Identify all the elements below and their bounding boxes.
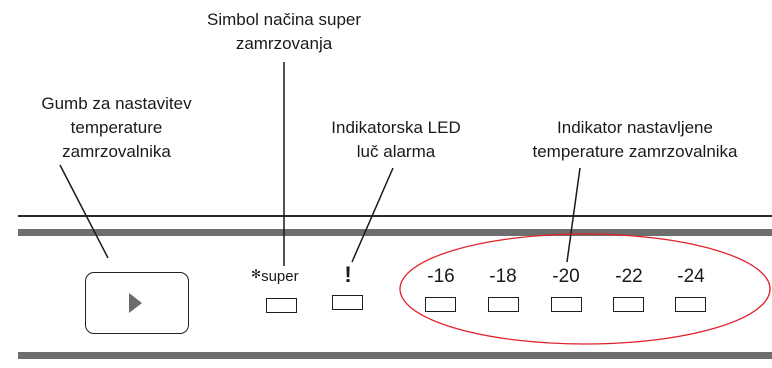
- super-freeze-symbol: ✻super: [251, 267, 299, 285]
- temperature-set-button[interactable]: [85, 272, 189, 334]
- callout-line: luč alarma: [356, 142, 436, 161]
- panel-top-edge: [18, 215, 772, 217]
- temp-label: -18: [489, 266, 517, 287]
- callout-line: Indikator nastavljene: [557, 118, 713, 137]
- super-freeze-led: [266, 298, 297, 313]
- callout-super-freeze-symbol: Simbol načina super zamrzovanja: [164, 8, 404, 56]
- leader-line-alarm: [351, 167, 394, 263]
- temp-led: [551, 297, 582, 312]
- temp-led: [425, 297, 456, 312]
- callout-line: zamrzovanja: [235, 34, 333, 53]
- temp-led: [488, 297, 519, 312]
- callout-line: Indikatorska LED: [331, 118, 461, 137]
- callout-line: zamrzovalnika: [62, 142, 171, 161]
- snowflake-icon: ✻: [251, 267, 262, 281]
- leader-line-button: [59, 164, 109, 259]
- callout-temperature-indicator: Indikator nastavljene temperature zamrzo…: [490, 116, 772, 164]
- super-label: super: [261, 268, 299, 285]
- callout-line: Simbol načina super: [206, 10, 362, 29]
- callout-alarm-led: Indikatorska LED luč alarma: [296, 116, 496, 164]
- callout-line: temperature zamrzovalnika: [532, 142, 738, 161]
- temp-led: [613, 297, 644, 312]
- temp-label: -20: [552, 266, 580, 287]
- highlight-ellipse: [399, 233, 771, 345]
- play-icon: [129, 293, 142, 313]
- leader-line-temp: [566, 167, 581, 263]
- panel-top-bar: [18, 229, 772, 236]
- exclamation-icon: !: [344, 262, 352, 287]
- callout-temperature-button: Gumb za nastavitev temperature zamrzoval…: [4, 92, 229, 164]
- temp-label: -24: [677, 266, 705, 287]
- temp-label: -22: [615, 266, 643, 287]
- temp-led: [675, 297, 706, 312]
- temp-label: -16: [427, 266, 455, 287]
- callout-line: temperature: [70, 118, 163, 137]
- alarm-led: [332, 295, 363, 310]
- callout-line: Gumb za nastavitev: [41, 94, 192, 113]
- panel-bottom-bar: [18, 352, 772, 359]
